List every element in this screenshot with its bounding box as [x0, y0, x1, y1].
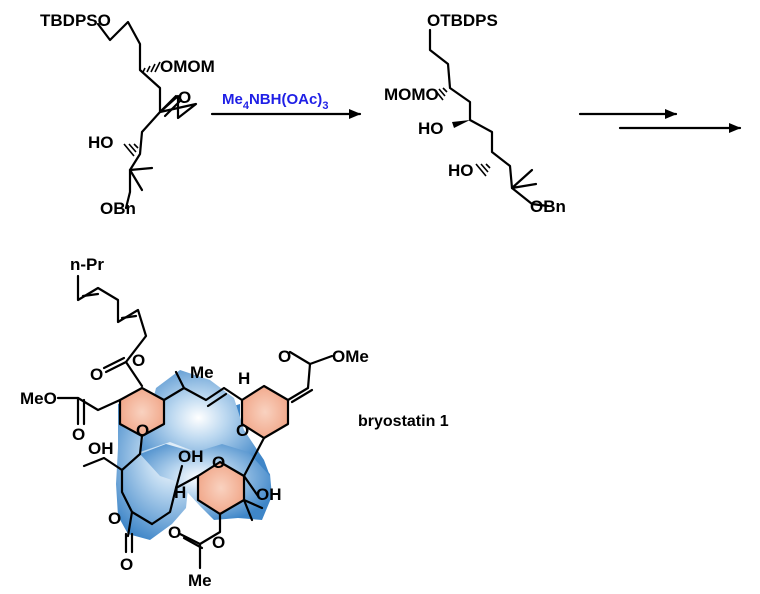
- bryo-lactone-o-label: O: [108, 509, 121, 528]
- starting-material: TBDPSO OMOM O HO OBn: [40, 11, 215, 218]
- ring-a-fill: [120, 388, 164, 436]
- bryo-acetate-o-label: O: [212, 533, 225, 552]
- bryo-h-mid-label: H: [174, 483, 186, 502]
- prod-ho2-label: HO: [448, 161, 474, 180]
- bryo-ester-o-label: O: [90, 365, 103, 384]
- bryo-ring-c-o-label: O: [212, 453, 225, 472]
- ring-c-fill: [198, 462, 244, 514]
- bryo-left-o-label: O: [72, 425, 85, 444]
- sm-omom-label: OMOM: [160, 57, 215, 76]
- prod-hash-momo: [434, 87, 448, 101]
- bryostatin-structure: n-Pr O O MeO O Me H O O O OMe OH O O: [20, 255, 449, 590]
- ring-b-fill: [242, 386, 288, 438]
- bryo-ester-o2-label: O: [132, 351, 145, 370]
- prod-ho1-label: HO: [418, 119, 444, 138]
- bryo-ring-b-o-label: O: [236, 421, 249, 440]
- bryo-me-label: Me: [190, 363, 214, 382]
- bryo-ring-a-o-label: O: [136, 421, 149, 440]
- bryo-lactone-co-label: O: [120, 555, 133, 574]
- product-diol: OTBDPS MOMO HO HO OBn: [384, 11, 566, 216]
- sm-ketone-o-label: O: [178, 88, 191, 107]
- bryo-ome-label: OMe: [332, 347, 369, 366]
- multistep-arrow-icon: [578, 109, 742, 133]
- bryo-acetate-me-label: Me: [188, 571, 212, 590]
- bryo-right-o-label: O: [278, 347, 291, 366]
- prod-obn-label: OBn: [530, 197, 566, 216]
- bryo-acetate-co-label: O: [168, 523, 181, 542]
- bryo-oh-right-label: OH: [256, 485, 282, 504]
- sm-obn-label: OBn: [100, 199, 136, 218]
- prod-hash-oh2: [475, 163, 491, 177]
- prod-wedge-oh1: [452, 120, 470, 128]
- prod-momo-label: MOMO: [384, 85, 439, 104]
- bryo-h-top-label: H: [238, 369, 250, 388]
- sm-ho-label: HO: [88, 133, 114, 152]
- bryo-oh-left-label: OH: [88, 439, 114, 458]
- bryo-oh-mid-label: OH: [178, 447, 204, 466]
- bryo-npr-label: n-Pr: [70, 255, 104, 274]
- sm-hash-omom: [142, 61, 161, 73]
- prod-otbdps-label: OTBDPS: [427, 11, 498, 30]
- sm-tbdpso-label: TBDPSO: [40, 11, 111, 30]
- sm-hash-oh: [123, 143, 139, 157]
- reagent-label: Me4NBH(OAc)3: [222, 91, 328, 112]
- bryo-meo-label: MeO: [20, 389, 57, 408]
- macrocycle-highlight-3: [140, 370, 270, 476]
- bryostatin-name-label: bryostatin 1: [358, 413, 449, 430]
